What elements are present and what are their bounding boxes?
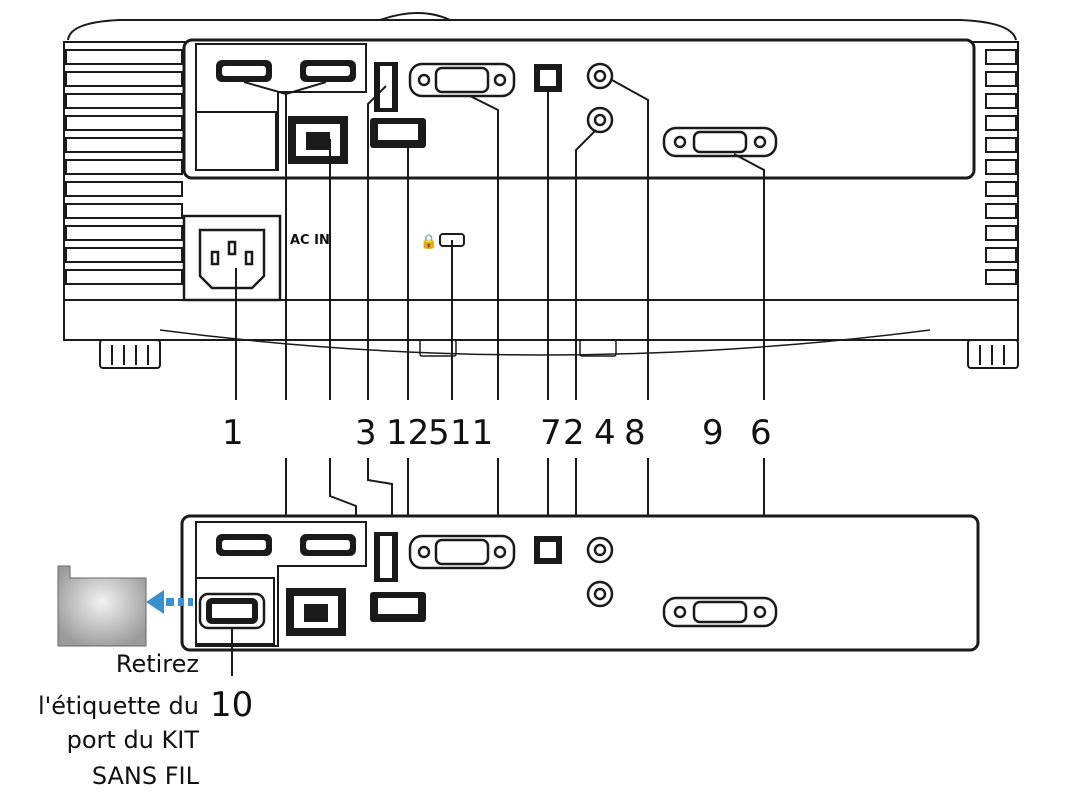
audio-jack-bottom-2 xyxy=(586,580,614,608)
remove-label-line-3: port du KIT xyxy=(67,726,200,754)
hdmi-port-bottom-1 xyxy=(216,534,272,556)
hdmi-bay-frame-bottom xyxy=(195,521,367,647)
wireless-bay-top xyxy=(195,111,277,171)
ac-in-label: AC IN xyxy=(290,233,330,248)
mini-usb-port-top xyxy=(370,118,426,148)
rs232-port-top xyxy=(662,126,778,158)
mini-usb-port-bottom xyxy=(370,592,426,622)
callout-10: 10 xyxy=(210,685,253,725)
callout-8: 8 xyxy=(624,413,646,453)
hdmi-port-top-1 xyxy=(216,60,272,82)
audio-jack-top-2 xyxy=(586,106,614,134)
callout-11: 11 xyxy=(450,413,493,453)
remove-label-line-1: Retirez xyxy=(116,650,199,678)
hdmi-port-bottom-2 xyxy=(300,534,356,556)
audio-jack-bottom-1 xyxy=(586,536,614,564)
vent-left xyxy=(65,49,183,285)
remove-label-line-4: SANS FIL xyxy=(92,762,200,790)
lock-icon: 🔒 xyxy=(420,234,437,250)
callout-1: 1 xyxy=(222,413,244,453)
callout-2: 2 xyxy=(563,413,585,453)
callout-6: 6 xyxy=(750,413,772,453)
audio-optical-port-top xyxy=(534,64,562,92)
vga-port-bottom xyxy=(408,534,516,570)
hdmi-port-top-2 xyxy=(300,60,356,82)
wireless-kit-label xyxy=(57,565,147,647)
lan-port-top xyxy=(288,116,348,164)
callout-4: 4 xyxy=(594,413,616,453)
wireless-kit-port xyxy=(198,592,266,630)
callout-12: 12 xyxy=(386,413,429,453)
wireless-bay-bottom xyxy=(195,577,275,645)
lan-port-bottom xyxy=(286,588,346,636)
remove-label-line-2: l'étiquette du xyxy=(38,692,199,720)
removal-arrow-icon xyxy=(146,590,193,614)
callout-3: 3 xyxy=(355,413,377,453)
callout-5: 5 xyxy=(428,413,450,453)
callout-7: 7 xyxy=(540,413,562,453)
vga-port-top xyxy=(408,62,516,98)
vent-right xyxy=(985,49,1017,285)
audio-optical-port-bottom xyxy=(534,536,562,564)
ac-power-socket xyxy=(182,214,282,302)
usb-a-port-bottom xyxy=(374,532,398,582)
callout-lines-top xyxy=(235,79,765,400)
rs232-port-bottom xyxy=(662,596,778,628)
audio-jack-top-1 xyxy=(586,62,614,90)
callout-9: 9 xyxy=(702,413,724,453)
